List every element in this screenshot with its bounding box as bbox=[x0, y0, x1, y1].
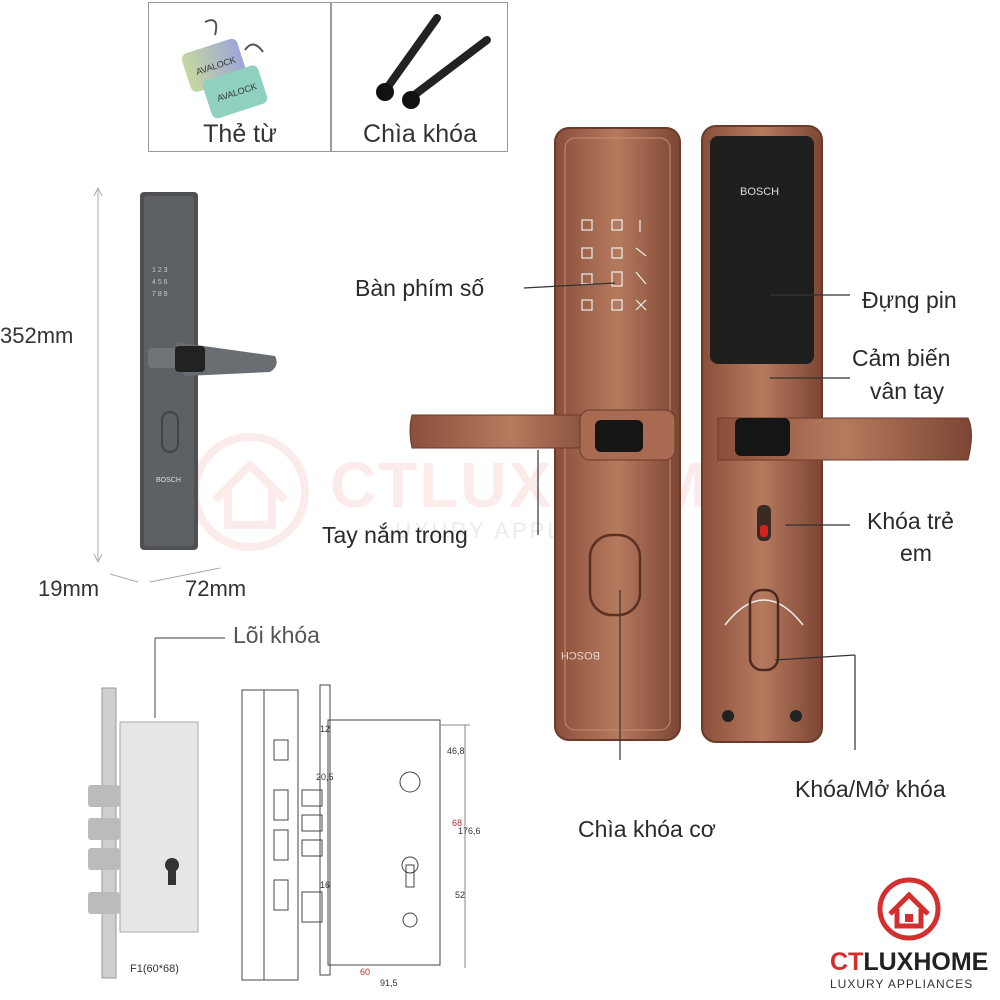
callout-lock-unlock: Khóa/Mở khóa bbox=[795, 776, 946, 802]
svg-text:16: 16 bbox=[320, 880, 330, 890]
watermark-brand: CTLUXHOME bbox=[330, 449, 754, 521]
card-label: Thẻ từ bbox=[203, 120, 277, 148]
svg-text:52: 52 bbox=[455, 890, 465, 900]
svg-text:1 2 3: 1 2 3 bbox=[152, 267, 168, 274]
svg-text:20,5: 20,5 bbox=[316, 772, 334, 782]
watermark: CTLUXHOME LUXURY APPLIANCES bbox=[190, 430, 754, 570]
callout-fingerprint-line1: Cảm biến bbox=[852, 345, 951, 371]
callout-child-lock-line1: Khóa trẻ bbox=[867, 508, 954, 534]
svg-text:BOSCH: BOSCH bbox=[740, 186, 779, 198]
svg-text:BOSCH: BOSCH bbox=[156, 477, 181, 484]
front-handle bbox=[409, 409, 676, 461]
svg-text:BOSCH: BOSCH bbox=[561, 649, 600, 661]
house-logo-icon bbox=[877, 877, 941, 941]
dimension-height: 352mm bbox=[0, 323, 74, 348]
logo-tagline: LUXURY APPLIANCES bbox=[830, 977, 974, 991]
svg-text:60: 60 bbox=[360, 967, 370, 977]
key-label: Chìa khóa bbox=[363, 120, 477, 148]
svg-text:7 8 9: 7 8 9 bbox=[152, 291, 168, 298]
keypad-icons bbox=[581, 219, 647, 311]
callout-mech-key: Chìa khóa cơ bbox=[578, 816, 716, 842]
callout-keypad: Bàn phím số bbox=[355, 275, 485, 301]
copper-lock-images: BOSCH BOSCH bbox=[409, 125, 972, 760]
mortise-drawing: F1(60*68) 46,8 68 176,6 52 20,5 12 16 60… bbox=[88, 637, 480, 988]
accessories-divider bbox=[330, 2, 332, 152]
callout-inner-handle: Tay nắm trong bbox=[322, 522, 468, 548]
callout-child-lock-line2: em bbox=[900, 540, 932, 566]
dimension-depth: 19mm bbox=[38, 576, 100, 601]
logo-lux: LUXHOME bbox=[863, 948, 989, 976]
mechanical-key-image bbox=[376, 14, 491, 109]
logo-ct: CT bbox=[830, 948, 864, 976]
accessories-box bbox=[148, 2, 508, 152]
gray-lock-dimension-drawing: 1 2 3 4 5 6 7 8 9 BOSCH bbox=[93, 186, 277, 583]
svg-text:4 5 6: 4 5 6 bbox=[152, 279, 168, 286]
callout-battery: Đựng pin bbox=[862, 287, 957, 313]
magnetic-card-image: AVALOCK AVALOCK bbox=[181, 19, 268, 119]
callout-fingerprint-line2: vân tay bbox=[870, 378, 945, 404]
svg-text:176,6: 176,6 bbox=[458, 826, 480, 836]
mortise-title: Lõi khóa bbox=[233, 622, 320, 648]
svg-text:91,5: 91,5 bbox=[380, 978, 398, 988]
ctluxhome-logo: CTLUXHOME LUXURY APPLIANCES bbox=[826, 876, 996, 996]
svg-text:F1(60*68): F1(60*68) bbox=[130, 963, 179, 975]
svg-text:12: 12 bbox=[320, 724, 330, 734]
dimension-width: 72mm bbox=[185, 576, 247, 601]
svg-text:68: 68 bbox=[452, 818, 462, 828]
svg-text:46,8: 46,8 bbox=[447, 746, 465, 756]
back-handle bbox=[717, 417, 972, 461]
